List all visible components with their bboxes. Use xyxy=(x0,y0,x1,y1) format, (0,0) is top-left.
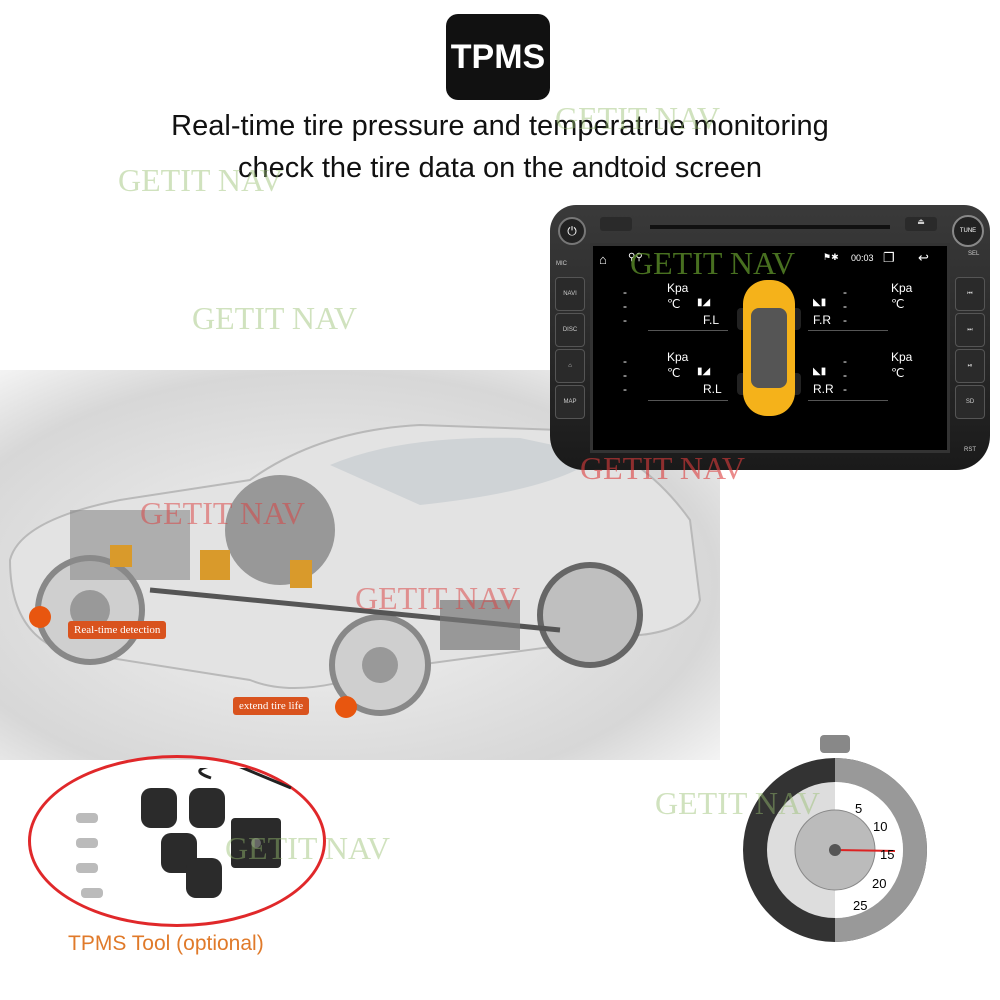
power-knob[interactable]: ⏻ xyxy=(558,217,586,245)
divider xyxy=(808,330,888,331)
fl-pressure: - - xyxy=(623,285,627,313)
rr-temp: - - xyxy=(843,368,847,396)
tpms-sensor-kit xyxy=(76,768,292,898)
rr-label: R.R xyxy=(813,382,834,396)
next-button[interactable]: ⏭ xyxy=(955,313,985,347)
detection-dot xyxy=(29,606,51,628)
disc-button[interactable]: DISC xyxy=(555,313,585,347)
rl-celsius: ℃ xyxy=(667,366,681,380)
fl-celsius: ℃ xyxy=(667,297,681,311)
watermark: GETIT NAV xyxy=(630,245,796,281)
fr-label: F.R xyxy=(813,313,831,327)
tune-knob[interactable]: TUNE xyxy=(952,215,984,247)
home-button[interactable]: ⌂ xyxy=(555,349,585,383)
divider xyxy=(648,400,728,401)
status-time: 00:03 xyxy=(851,253,874,263)
stopwatch-tire-graphic: 5 10 15 20 25 xyxy=(735,735,935,950)
watermark: GETIT NAV xyxy=(580,450,746,486)
prev-button[interactable]: ⏮ xyxy=(955,277,985,311)
watermark: GETIT NAV xyxy=(555,100,721,136)
sd-button[interactable]: SD xyxy=(955,385,985,419)
watermark: GETIT NAV xyxy=(225,830,391,866)
fr-battery-signal-icon: ◣▮ xyxy=(813,297,827,308)
sel-label: SEL xyxy=(968,251,980,257)
tick-20: 20 xyxy=(872,876,886,891)
extend-life-callout: extend tire life xyxy=(233,697,310,715)
watermark: GETIT NAV xyxy=(140,495,306,531)
fl-battery-signal-icon: ▮◢ xyxy=(697,297,711,308)
tune-label: TUNE xyxy=(959,228,977,234)
extend-life-dot xyxy=(335,696,357,718)
headline-line2: check the tire data on the andtoid scree… xyxy=(238,152,762,184)
play-pause-button[interactable]: ⏯ xyxy=(955,349,985,383)
fl-label: F.L xyxy=(703,313,720,327)
home-icon[interactable]: ⌂ xyxy=(599,252,607,267)
fr-temp: - - xyxy=(843,299,847,327)
watermark: GETIT NAV xyxy=(192,300,358,336)
fr-celsius: ℃ xyxy=(891,297,905,311)
fl-temp: - - xyxy=(623,299,627,327)
mic-label: MIC xyxy=(556,261,567,267)
location-bluetooth-icon: ⚑✱ xyxy=(823,252,839,262)
watermark: GETIT NAV xyxy=(355,580,521,616)
tick-15: 15 xyxy=(880,847,894,862)
rl-temp: - - xyxy=(623,368,627,396)
back-icon[interactable]: ↩ xyxy=(918,250,929,265)
watermark: GETIT NAV xyxy=(655,785,821,821)
badge-label: TPMS xyxy=(450,37,546,76)
rl-kpa: Kpa xyxy=(667,350,689,364)
tick-5: 5 xyxy=(855,801,862,816)
map-button[interactable]: MAP xyxy=(555,385,585,419)
divider xyxy=(648,330,728,331)
divider xyxy=(808,400,888,401)
rr-battery-signal-icon: ◣▮ xyxy=(813,366,827,377)
rr-pressure: - - xyxy=(843,354,847,382)
rl-battery-signal-icon: ▮◢ xyxy=(697,366,711,377)
tpms-tool-ring xyxy=(28,755,326,927)
rl-label: R.L xyxy=(703,382,722,396)
recent-apps-icon[interactable]: ❐ xyxy=(883,250,895,265)
car-cutaway-graphic xyxy=(8,423,702,716)
disc-slot xyxy=(650,225,890,229)
car-topview xyxy=(733,278,805,421)
fr-pressure: - - xyxy=(843,285,847,313)
tick-25: 25 xyxy=(853,898,867,913)
rst-label: RST xyxy=(964,447,976,453)
rr-celsius: ℃ xyxy=(891,366,905,380)
rr-kpa: Kpa xyxy=(891,350,913,364)
fr-kpa: Kpa xyxy=(891,281,913,295)
tpms-screen: ⌂ ⚲⚲ ⚑✱ 00:03 ❐ ↩ - - - - Kpa ℃ ▮◢ F.L ◣… xyxy=(590,243,950,453)
navi-button[interactable]: NAVI xyxy=(555,277,585,311)
fl-kpa: Kpa xyxy=(667,281,689,295)
usb-icon: ⚲⚲ xyxy=(628,252,643,263)
tpms-badge: TPMS xyxy=(446,14,550,100)
eject-button[interactable]: ⏏ xyxy=(905,217,937,231)
rl-pressure: - - xyxy=(623,354,627,382)
head-unit: ⏻ TUNE SEL RST ⏏ MIC NAVI DISC ⌂ MAP ⏮ ⏭… xyxy=(550,205,990,470)
detection-callout: Real-time detection xyxy=(68,621,167,639)
tick-10: 10 xyxy=(873,819,887,834)
headline-line1: Real-time tire pressure and temperatrue … xyxy=(171,110,829,142)
watermark: GETIT NAV xyxy=(118,162,284,198)
brightness-button[interactable] xyxy=(600,217,632,231)
tool-caption: TPMS Tool (optional) xyxy=(68,932,264,955)
